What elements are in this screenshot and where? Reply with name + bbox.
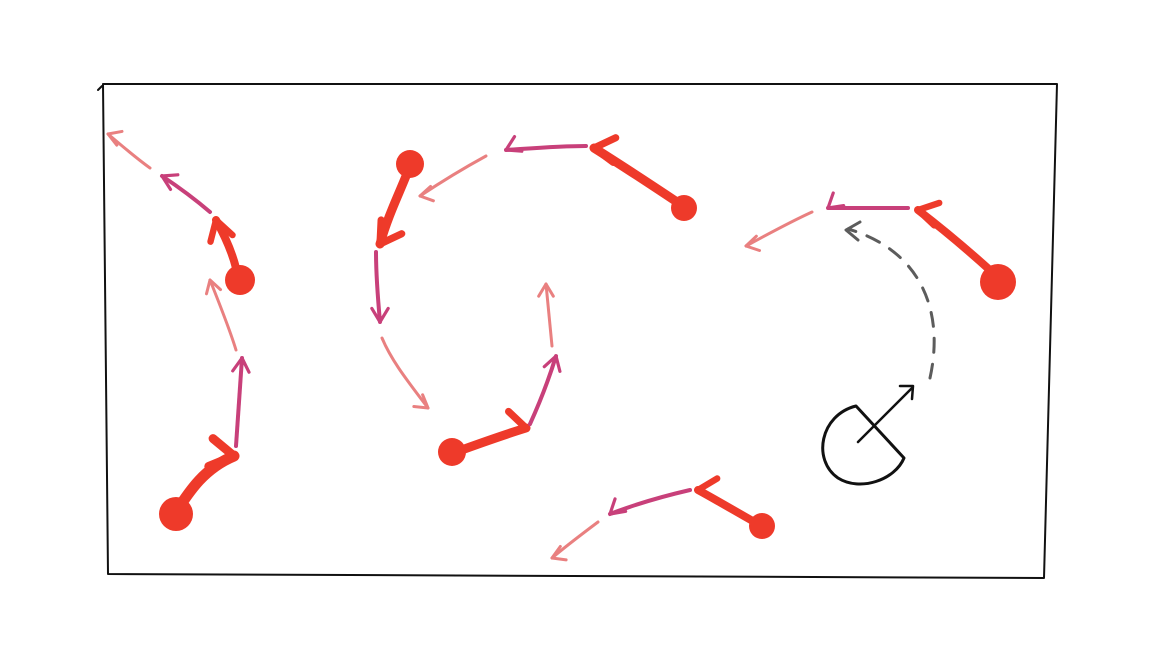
arrowhead — [231, 356, 251, 374]
trajectory-segment — [418, 154, 488, 198]
arrowhead — [376, 216, 406, 248]
arrowhead — [204, 278, 223, 296]
curved-arrow-trajectory-icon — [550, 475, 775, 562]
trajectory-segment — [106, 132, 152, 170]
trajectory-segment — [550, 520, 600, 560]
trajectories-layer — [106, 129, 1016, 562]
curved-arrow-trajectory-icon — [106, 129, 255, 295]
arrowhead — [204, 434, 239, 471]
trajectory-segment — [744, 210, 814, 248]
trajectory-start-dot — [749, 513, 775, 539]
trajectory-start-dot — [980, 264, 1016, 300]
arrowhead — [499, 407, 530, 440]
curved-arrow-trajectory-icon — [418, 134, 697, 221]
trajectory-segment — [234, 356, 244, 448]
frame-border — [102, 83, 1058, 579]
curved-arrow-trajectory-icon — [370, 150, 430, 410]
trajectory-start-dot — [438, 438, 466, 466]
trajectory-start-dot — [396, 150, 424, 178]
trajectory-segment — [374, 250, 382, 324]
arrowhead — [537, 282, 555, 298]
trajectory-segment — [208, 278, 238, 352]
trajectory-segment — [544, 282, 554, 348]
arrowhead — [590, 134, 620, 166]
shield-outline — [821, 404, 906, 486]
trajectory-start-dot — [159, 497, 193, 531]
dashed-path — [846, 227, 936, 380]
arrowhead — [744, 234, 761, 252]
shield-icon — [821, 384, 915, 486]
trajectory-segment — [380, 336, 430, 410]
arrowhead — [106, 129, 124, 147]
curved-arrow-trajectory-icon — [159, 278, 251, 531]
arrowhead — [914, 199, 943, 229]
frame-corner-mark — [97, 85, 103, 91]
curved-arrow-trajectory-icon — [438, 282, 562, 466]
trajectory-segment — [528, 354, 558, 426]
arrowhead — [370, 306, 390, 324]
shield-pointer — [856, 386, 914, 444]
trajectory-start-dot — [225, 265, 255, 295]
dashed-path-arrowhead — [844, 220, 862, 242]
shield-pointer-head — [898, 384, 915, 401]
trajectory-start-dot — [671, 195, 697, 221]
dashed-arrow-icon — [844, 220, 936, 380]
arrowhead — [542, 354, 562, 373]
arrowhead — [412, 393, 430, 410]
arrowhead — [550, 544, 568, 562]
arrowhead — [418, 184, 435, 203]
arrowhead — [608, 497, 628, 516]
curved-arrow-trajectory-icon — [744, 191, 1016, 300]
arrowhead — [694, 475, 721, 505]
arrowhead — [207, 216, 236, 245]
arrowhead — [160, 173, 180, 191]
arrowhead — [504, 135, 524, 153]
arrowhead — [826, 191, 846, 210]
trajectory-segment — [160, 174, 212, 214]
